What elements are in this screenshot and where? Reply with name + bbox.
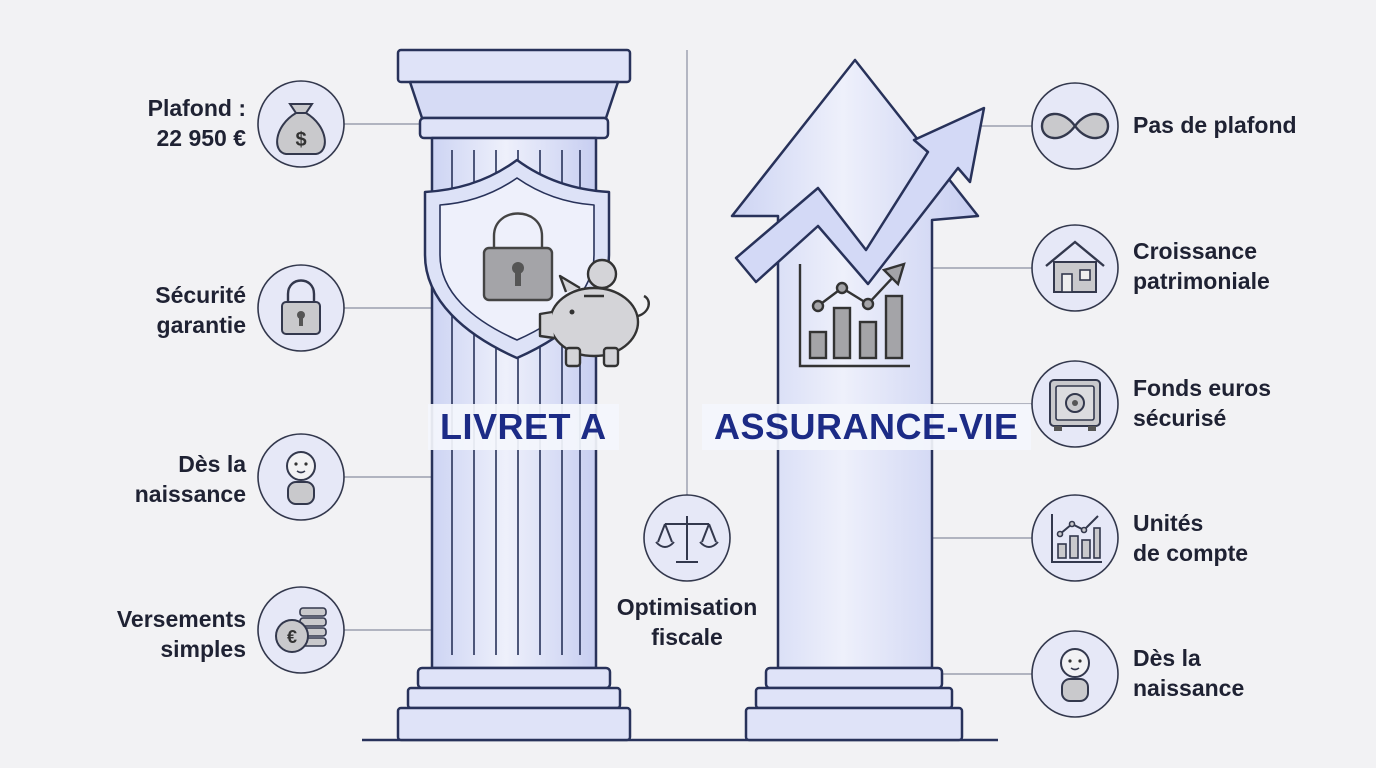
feature-icon-scales <box>643 494 731 582</box>
svg-text:$: $ <box>295 129 306 151</box>
feature-icon-growth-chart <box>1031 494 1119 582</box>
feature-icon-euro-coins: € <box>257 586 345 674</box>
feature-icon-infinity <box>1031 82 1119 170</box>
feature-icon-house <box>1031 224 1119 312</box>
feature-label-securite: Sécurité garantie <box>155 282 246 338</box>
feature-label-naissance-left: Dès la naissance <box>134 451 246 507</box>
padlock-icon <box>482 212 554 302</box>
feature-label-optimisation: Optimisation fiscale <box>616 594 758 650</box>
livret-a-title: LIVRET A <box>428 404 619 450</box>
feature-icon-baby-right <box>1031 630 1119 718</box>
livret-a-pillar <box>396 48 632 742</box>
feature-icon-money-bag: $ <box>257 80 345 168</box>
feature-label-pas-de-plafond: Pas de plafond <box>1133 112 1297 138</box>
feature-label-versements: Versements simples <box>116 606 246 662</box>
svg-text:€: € <box>287 627 297 647</box>
feature-label-unites: Unités de compte <box>1133 510 1249 566</box>
feature-label-naissance-right: Dès la naissance <box>1133 645 1245 701</box>
feature-label-croissance: Croissance patrimoniale <box>1133 238 1270 294</box>
assurance-vie-title: ASSURANCE-VIE <box>702 404 1031 450</box>
piggy-bank-icon <box>538 258 650 368</box>
growth-arrow <box>734 106 986 286</box>
feature-label-fonds-euros: Fonds euros sécurisé <box>1133 375 1272 431</box>
feature-label-plafond: Plafond : 22 950 € <box>147 95 246 151</box>
bar-chart-icon <box>798 262 910 368</box>
feature-icon-padlock <box>257 264 345 352</box>
feature-icon-safe <box>1031 360 1119 448</box>
feature-icon-baby-left <box>257 433 345 521</box>
connector-lines <box>344 50 1032 675</box>
